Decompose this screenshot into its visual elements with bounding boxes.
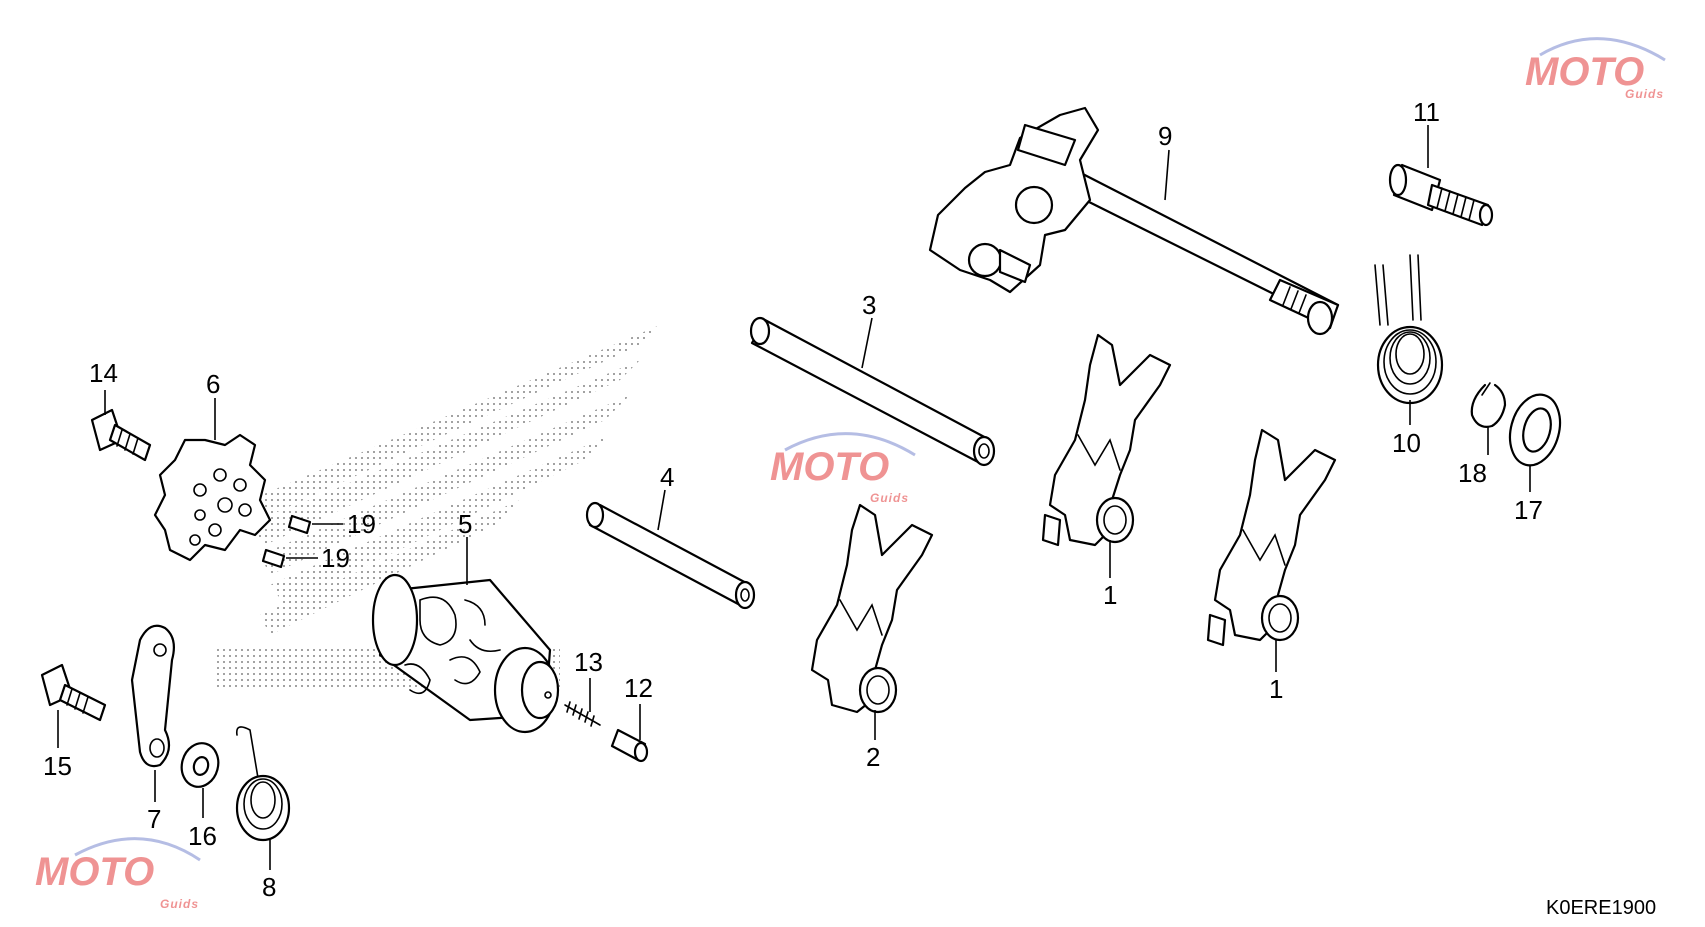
part-5-shift-drum [371, 573, 560, 734]
label-1-lower: 1 [1269, 674, 1283, 704]
part-8-stopper-spring [235, 726, 291, 842]
label-14: 14 [89, 358, 118, 388]
svg-text:Guids: Guids [1625, 87, 1664, 101]
label-18: 18 [1458, 458, 1487, 488]
svg-text:MOTO: MOTO [35, 850, 154, 894]
part-12-pin [610, 728, 649, 763]
part-4-fork-shaft [585, 501, 756, 610]
watermark-top-right: MOTO Guids [1525, 37, 1666, 101]
watermark-bottom-left: MOTO Guids [35, 837, 201, 911]
label-7: 7 [147, 804, 161, 834]
part-2-shift-fork [810, 503, 934, 714]
diagram-code: K0ERE1900 [1546, 897, 1656, 919]
part-15-bolt [40, 663, 107, 722]
leader-lines [57, 125, 1531, 870]
part-14-bolt [90, 408, 152, 462]
label-4: 4 [660, 462, 674, 492]
label-11: 11 [1413, 97, 1440, 127]
part-labels: 9 11 10 18 17 3 4 1 1 2 5 6 14 19 19 13 … [43, 97, 1543, 902]
label-8: 8 [262, 872, 276, 902]
part-10-return-spring [1374, 254, 1444, 405]
part-3-fork-shaft [749, 316, 996, 467]
wing-background [215, 325, 660, 690]
part-13-spring [564, 701, 601, 727]
label-10: 10 [1392, 428, 1421, 458]
label-12: 12 [624, 673, 653, 703]
label-17: 17 [1514, 495, 1543, 525]
svg-text:Guids: Guids [870, 491, 909, 505]
label-13: 13 [574, 647, 603, 677]
watermark-center: MOTO Guids [770, 432, 916, 505]
part-16-washer [180, 742, 220, 788]
part-17-washer [1508, 393, 1562, 467]
label-16: 16 [188, 821, 217, 851]
label-9: 9 [1158, 121, 1172, 151]
svg-text:MOTO: MOTO [770, 445, 889, 489]
label-3: 3 [862, 290, 876, 320]
svg-text:MOTO: MOTO [1525, 50, 1644, 94]
part-1-shift-fork-lower [1206, 428, 1337, 647]
label-6: 6 [206, 369, 220, 399]
label-1-upper: 1 [1103, 580, 1117, 610]
part-6-star-plate [153, 433, 272, 562]
label-2: 2 [866, 742, 880, 772]
part-7-stopper-arm [130, 624, 175, 768]
part-9-shift-spindle [928, 106, 1340, 336]
label-19-lower: 19 [321, 543, 350, 573]
part-1-shift-fork-upper [1041, 333, 1172, 547]
label-5: 5 [458, 509, 472, 539]
label-15: 15 [43, 751, 72, 781]
label-19-upper: 19 [347, 509, 376, 539]
part-11-bolt [1388, 163, 1494, 227]
part-19-dowel-pins [261, 514, 312, 569]
part-18-circlip [1470, 382, 1507, 428]
svg-text:Guids: Guids [160, 897, 199, 911]
